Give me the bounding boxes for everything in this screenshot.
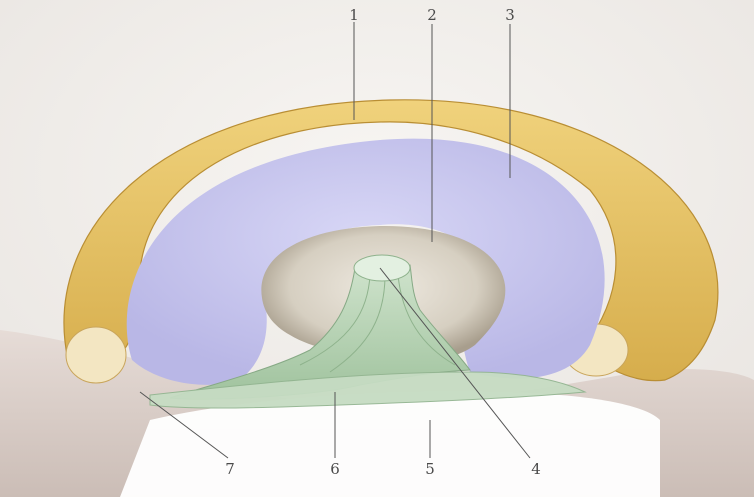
callout-label-2: 2 xyxy=(427,6,437,24)
callout-label-5: 5 xyxy=(425,460,435,478)
callout-label-1: 1 xyxy=(349,6,359,24)
callout-label-4: 4 xyxy=(531,460,541,478)
callout-label-7: 7 xyxy=(225,460,235,478)
rim-cut-end-left xyxy=(66,327,126,383)
callout-label-6: 6 xyxy=(330,460,340,478)
callout-label-3: 3 xyxy=(505,6,515,24)
